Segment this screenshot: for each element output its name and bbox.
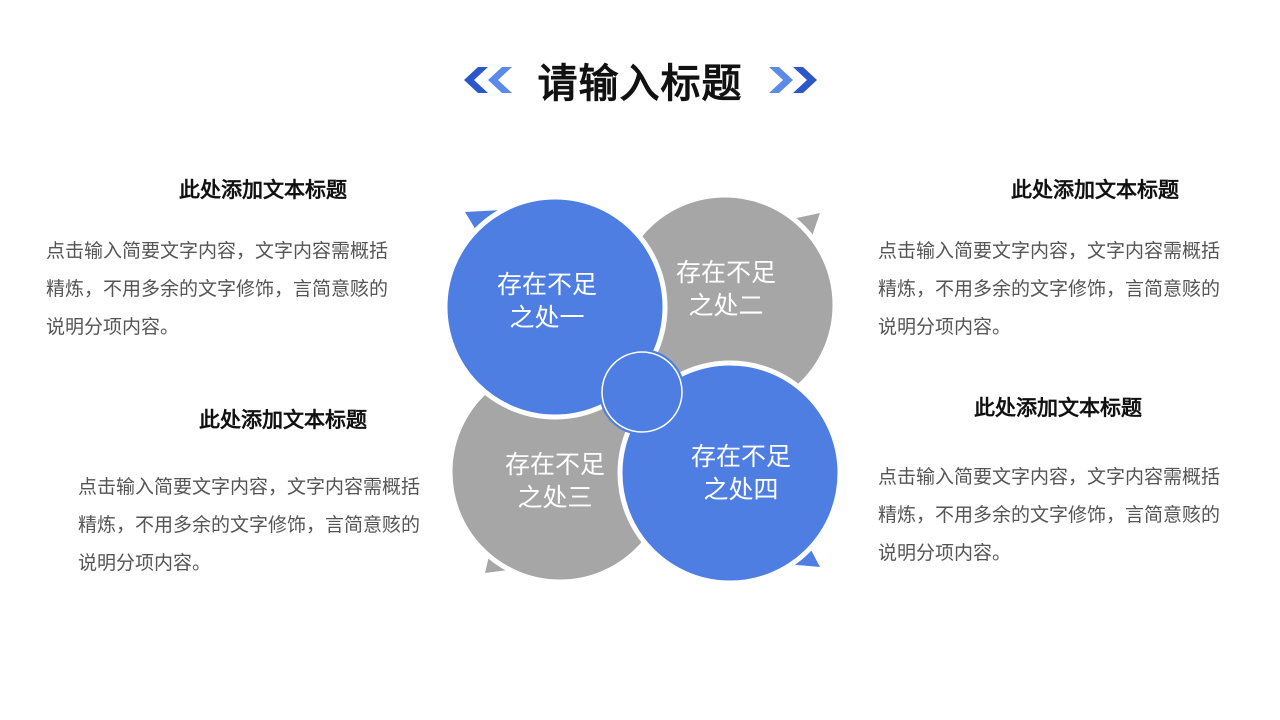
block-body: 点击输入简要文字内容，文字内容需概括精炼，不用多余的文字修饰，言简意赅的说明分项… bbox=[878, 240, 1221, 338]
page-title: 请输入标题 bbox=[537, 61, 743, 107]
four-petal-diagram: 存在不足 之处一 存在不足 之处二 存在不足 之处三 存在不足 之处四 bbox=[440, 190, 860, 590]
double-chevron-right-icon bbox=[767, 67, 817, 93]
petal-4-line1: 存在不足 bbox=[690, 442, 791, 471]
petal-label-1: 存在不足 之处一 bbox=[467, 268, 627, 334]
double-chevron-left-icon bbox=[463, 67, 514, 93]
block-body: 点击输入简要文字内容，文字内容需概括精炼，不用多余的文字修饰，言简意赅的说明分项… bbox=[46, 240, 389, 338]
petal-label-3: 存在不足 之处三 bbox=[475, 448, 635, 514]
text-block-bottom-right: 此处添加文本标题 点击输入简要文字内容，文字内容需概括精炼，不用多余的文字修饰，… bbox=[878, 392, 1228, 572]
petal-1-line1: 存在不足 bbox=[496, 270, 597, 299]
petal-3-line2: 之处三 bbox=[517, 483, 593, 512]
petal-4-line2: 之处四 bbox=[703, 475, 779, 504]
text-block-top-right: 此处添加文本标题 点击输入简要文字内容，文字内容需概括精炼，不用多余的文字修饰，… bbox=[878, 174, 1228, 346]
petal-1-line2: 之处一 bbox=[509, 303, 585, 332]
petal-3-line1: 存在不足 bbox=[504, 450, 605, 479]
petal-2-line1: 存在不足 bbox=[675, 258, 776, 287]
petal-2-line2: 之处二 bbox=[688, 291, 764, 320]
block-heading: 此处添加文本标题 bbox=[179, 178, 347, 202]
title-bar: 请输入标题 bbox=[0, 48, 1280, 112]
text-block-bottom-left: 此处添加文本标题 点击输入简要文字内容，文字内容需概括精炼，不用多余的文字修饰，… bbox=[78, 404, 428, 582]
petal-1-shape bbox=[442, 194, 668, 420]
text-block-top-left: 此处添加文本标题 点击输入简要文字内容，文字内容需概括精炼，不用多余的文字修饰，… bbox=[46, 174, 396, 346]
block-heading: 此处添加文本标题 bbox=[1011, 178, 1179, 202]
block-body: 点击输入简要文字内容，文字内容需概括精炼，不用多余的文字修饰，言简意赅的说明分项… bbox=[78, 476, 421, 574]
block-heading: 此处添加文本标题 bbox=[199, 408, 367, 432]
petal-label-4: 存在不足 之处四 bbox=[661, 440, 821, 506]
petal-label-2: 存在不足 之处二 bbox=[646, 256, 806, 322]
block-body: 点击输入简要文字内容，文字内容需概括精炼，不用多余的文字修饰，言简意赅的说明分项… bbox=[878, 466, 1221, 564]
block-heading: 此处添加文本标题 bbox=[974, 396, 1142, 420]
